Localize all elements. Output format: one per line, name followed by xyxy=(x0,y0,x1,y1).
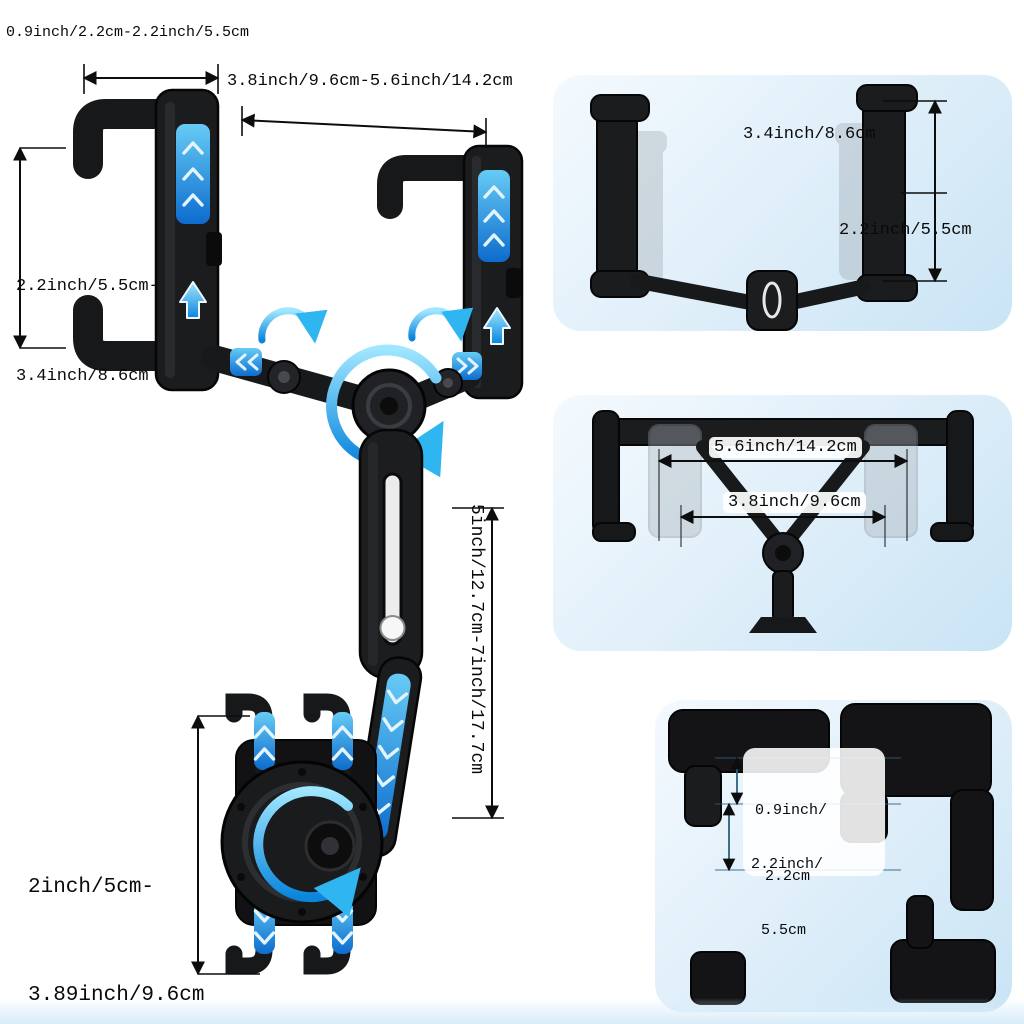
chevron-decal xyxy=(332,712,353,770)
right-mirror-clamp xyxy=(377,144,524,400)
folding-linkage xyxy=(201,345,482,415)
dim-label-min-width: 3.8inch/9.6cm xyxy=(723,492,866,513)
dim-label-hook-width: 0.9inch/2.2cm-2.2inch/5.5cm xyxy=(6,24,250,41)
dim-label-lower-clamp: 2inch/5cm- 3.89inch/9.6cm xyxy=(28,798,204,1024)
label-card xyxy=(743,748,885,876)
dim-label-line: 3.4inch/8.6cm xyxy=(16,367,149,386)
chevron-decal xyxy=(230,348,262,376)
front-left-clamp xyxy=(590,94,650,298)
dim-label-hook-min: 0.9inch/ 2.2cm xyxy=(755,756,827,932)
dim-label-line: 2.2inch/ xyxy=(751,856,824,873)
dim-label-line: 2inch/5cm- xyxy=(28,876,155,899)
dim-label-min-height: 2.2inch/5.5cm xyxy=(839,221,972,240)
dim-label-line: 2.2inch/5.5cm- xyxy=(16,277,159,296)
rotation-arrow-icon xyxy=(258,307,328,344)
page-bottom-tint xyxy=(0,998,1024,1024)
ghost-clamp-positions xyxy=(623,123,879,285)
dimension-lines xyxy=(657,449,909,547)
dim-label-max-width: 5.6inch/14.2cm xyxy=(709,437,862,458)
inset-panel-clamp-height: 3.4inch/8.6cm 2.2inch/5.5cm xyxy=(553,75,1012,331)
front-right-clamp xyxy=(856,84,918,302)
dim-label-line: 0.9inch/ xyxy=(755,802,828,819)
inset-top-drawing xyxy=(590,84,947,331)
dim-label-arm-length: 5inch/12.7cm-7inch/17.7cm xyxy=(466,504,486,775)
dim-label-line: 5.5cm xyxy=(761,922,807,939)
rotation-arrow-icon xyxy=(408,307,474,342)
telescopic-arm xyxy=(358,428,424,680)
inset-middle-drawing xyxy=(592,410,974,633)
inset-panel-hook-depth: 0.9inch/ 2.2cm 2.2inch/ 5.5cm xyxy=(655,700,1012,1012)
rotation-arrow-icon xyxy=(253,786,361,918)
dim-label-clamp-height: 2.2inch/5.5cm- 3.4inch/8.6cm xyxy=(16,212,159,452)
chevron-decal xyxy=(254,712,275,770)
dim-label-hook-max: 2.2inch/ 5.5cm xyxy=(751,810,823,986)
chevron-decal xyxy=(478,170,510,262)
dimension-lines xyxy=(883,99,947,283)
chevron-decal xyxy=(176,124,210,224)
ghost-phone-pads xyxy=(648,424,918,538)
dim-label-clamp-span: 3.8inch/9.6cm-5.6inch/14.2cm xyxy=(227,72,513,91)
dimension-lines xyxy=(13,64,504,976)
inset-panel-clamp-width: 5.6inch/14.2cm 3.8inch/9.6cm xyxy=(553,395,1012,651)
dim-label-line: 3.89inch/9.6cm xyxy=(28,984,205,1007)
clamp-closeup-feet xyxy=(690,895,996,1005)
left-mirror-clamp xyxy=(73,88,222,392)
dim-label-max-height: 3.4inch/8.6cm xyxy=(743,125,876,144)
dim-label-line: 2.2cm xyxy=(765,868,811,885)
clamp-jaws xyxy=(592,410,974,542)
